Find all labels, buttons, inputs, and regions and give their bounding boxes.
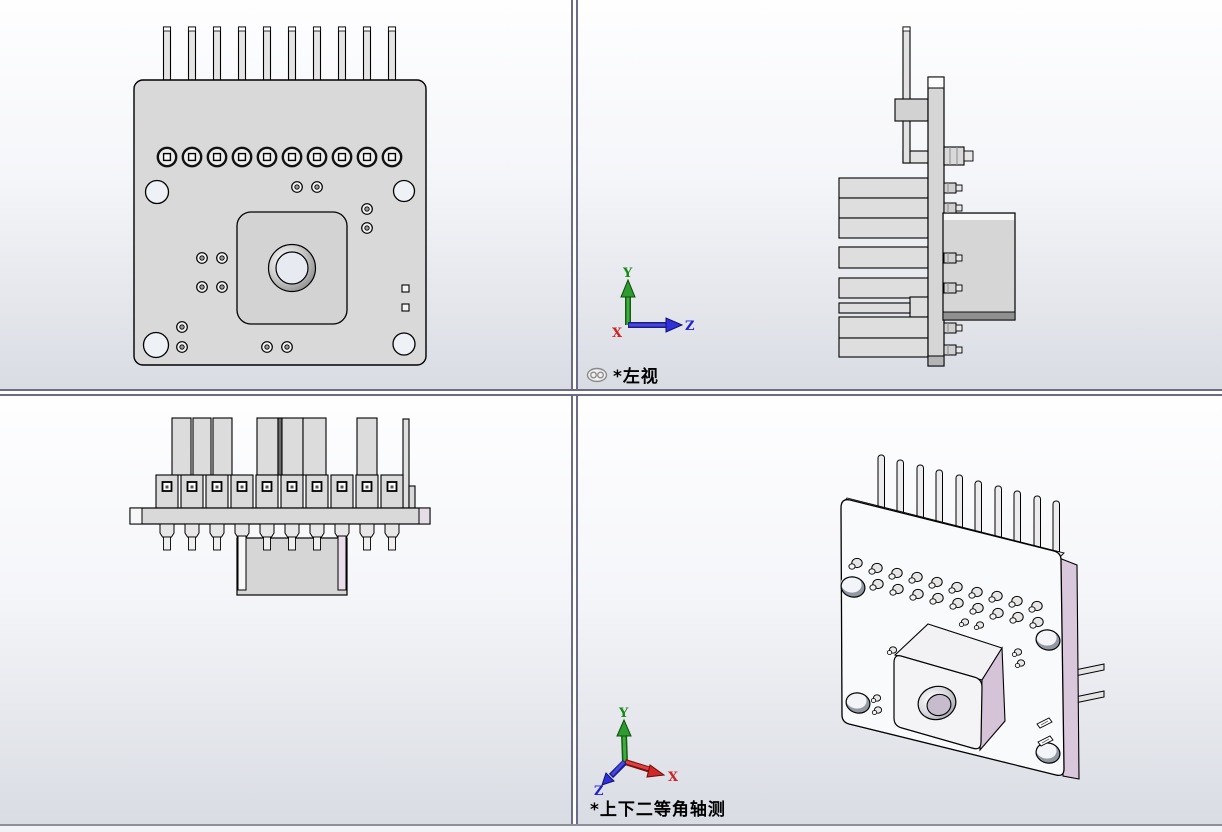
front-smd-pads[interactable] xyxy=(401,284,410,312)
left-bent-pin[interactable] xyxy=(894,26,934,164)
front-corner-holes[interactable] xyxy=(142,179,416,359)
front-center-component[interactable] xyxy=(236,211,348,325)
axis-triad-left-view: X Y Z xyxy=(612,266,695,341)
isometric-view-drawing[interactable]: Y X Z xyxy=(578,396,1222,824)
axis-x-label: X xyxy=(612,326,623,341)
axis-triad-isometric: Y X Z xyxy=(594,706,679,799)
left-pin-slabs[interactable] xyxy=(838,177,929,358)
top-board-edge[interactable] xyxy=(129,507,431,525)
viewport-isometric-view[interactable]: Y X Z *上下二等角轴测 xyxy=(578,396,1222,824)
iso-rear-pins[interactable] xyxy=(1074,663,1105,704)
left-center-component[interactable] xyxy=(942,212,1016,321)
axis-y-label: Y xyxy=(618,706,629,721)
axis-x-label: X xyxy=(668,770,679,785)
viewport-splitter-vertical[interactable] xyxy=(571,0,578,826)
top-connector-housings[interactable] xyxy=(155,474,404,509)
axis-z-label: Z xyxy=(594,784,604,799)
left-board-edge[interactable] xyxy=(927,76,945,367)
viewport-splitter-horizontal[interactable] xyxy=(0,389,1222,396)
left-top-connector[interactable] xyxy=(943,146,974,166)
front-view-drawing[interactable] xyxy=(0,0,571,389)
viewport-top-view[interactable] xyxy=(0,396,571,824)
viewport-left-view[interactable]: X Y Z *左视 xyxy=(578,0,1222,389)
iso-smd-pads[interactable] xyxy=(1036,717,1054,747)
iso-center-component[interactable] xyxy=(893,623,1006,752)
window-bottom-edge xyxy=(0,824,1222,832)
axis-z-label: Z xyxy=(685,319,695,334)
left-view-drawing[interactable]: X Y Z xyxy=(578,0,1222,389)
iso-header-pins[interactable] xyxy=(877,454,1060,558)
top-solder-tails[interactable] xyxy=(159,523,400,591)
axis-y-label: Y xyxy=(622,266,633,281)
front-header-pins[interactable] xyxy=(162,26,397,81)
top-view-drawing[interactable] xyxy=(0,396,571,824)
viewport-front-view[interactable] xyxy=(0,0,571,389)
